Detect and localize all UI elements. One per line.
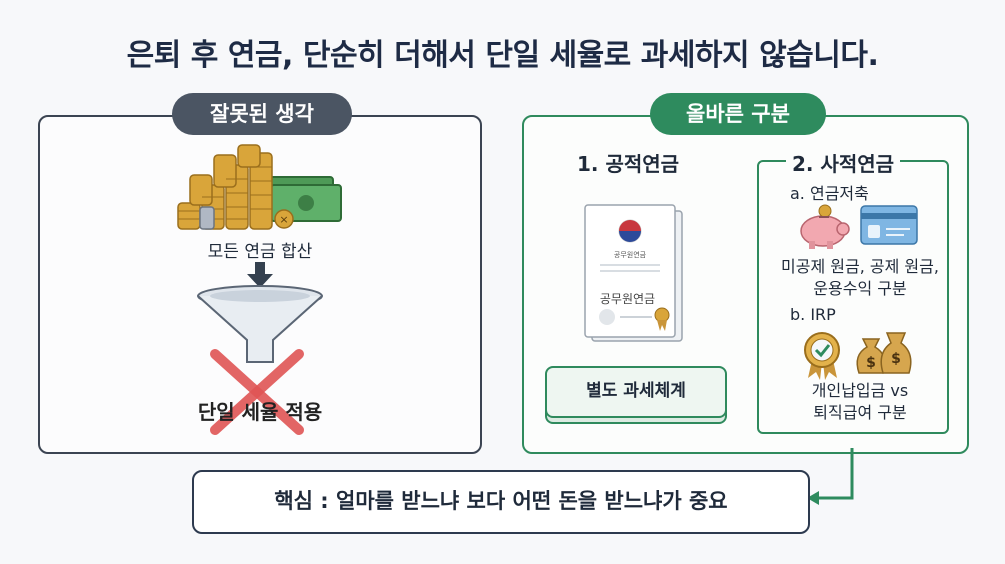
separate-tax-system-label: 별도 과세체계 xyxy=(545,366,727,418)
irp-desc-line1: 개인납입금 vs xyxy=(811,381,909,400)
pension-savings-label: a. 연금저축 xyxy=(790,184,869,203)
public-pension-heading: 1. 공적연금 xyxy=(577,152,680,176)
award-badge-icon xyxy=(804,332,840,380)
single-rate-label: 단일 세율 적용 xyxy=(197,400,323,424)
svg-text:$: $ xyxy=(866,355,876,371)
document-label: 공무원연금 xyxy=(599,292,656,306)
irp-description: 개인납입금 vs 퇴직급여 구분 xyxy=(775,380,945,424)
pension-savings-desc-line1: 미공제 원금, 공제 원금, xyxy=(781,257,939,276)
id-card-icon xyxy=(860,205,918,245)
private-pension-heading: 2. 사적연금 xyxy=(786,148,901,177)
wrong-idea-badge: 잘못된 생각 xyxy=(172,93,352,135)
red-cross-icon xyxy=(210,349,304,435)
svg-text:$: $ xyxy=(891,351,901,367)
piggy-bank-icon xyxy=(800,204,850,249)
irp-label: b. IRP xyxy=(790,305,836,324)
connector-arrow xyxy=(807,448,854,505)
pension-savings-description: 미공제 원금, 공제 원금, 운용수익 구분 xyxy=(760,256,960,300)
svg-text:×: × xyxy=(279,213,288,226)
page-title: 은퇴 후 연금, 단순히 더해서 단일 세율로 과세하지 않습니다. xyxy=(126,38,879,73)
correct-distinction-badge: 올바른 구분 xyxy=(650,93,826,135)
pension-savings-desc-line2: 운용수익 구분 xyxy=(813,279,907,298)
public-pension-document-icon xyxy=(584,204,683,342)
money-bags-icon: $ $ xyxy=(856,332,912,374)
irp-desc-line2: 퇴직급여 구분 xyxy=(813,403,907,422)
coins-and-cash-icon: × xyxy=(177,144,342,230)
document-small-title: 공무원연금 xyxy=(613,251,647,259)
key-message: 핵심 : 얼마를 받느냐 보다 어떤 돈을 받느냐가 중요 xyxy=(192,470,810,534)
all-pension-sum-label: 모든 연금 합산 xyxy=(207,242,313,262)
funnel-icon xyxy=(197,262,323,363)
